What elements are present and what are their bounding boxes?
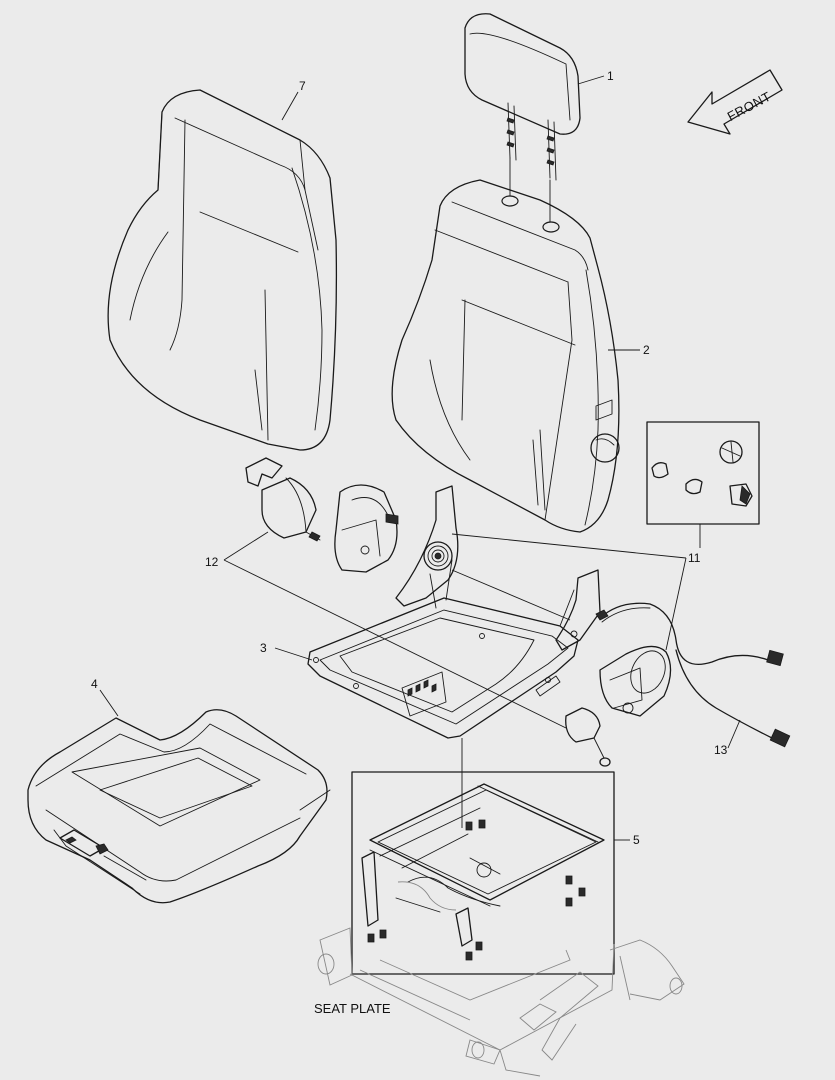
callout-3: 3 (260, 641, 267, 655)
bolts (367, 819, 586, 961)
seat-plate-assembly (317, 881, 685, 1077)
seat-belt-retractor (599, 645, 672, 717)
recliner-bracket-left (334, 484, 399, 573)
wire-harness (595, 602, 791, 748)
seat-cushion (27, 709, 331, 904)
callout-4: 4 (91, 677, 98, 691)
front-arrow: FRONT (687, 69, 783, 135)
callout-5: 5 (633, 833, 640, 847)
front-label: FRONT (725, 89, 774, 124)
seat-plate-label: SEAT PLATE (314, 1001, 391, 1016)
leader-lines (99, 75, 741, 841)
callout-numbers: 1 2 3 4 5 7 11 12 13 (91, 69, 728, 847)
callout-2: 2 (643, 343, 650, 357)
callout-7: 7 (299, 79, 306, 93)
callout-12: 12 (205, 555, 219, 569)
seat-frame (307, 559, 601, 739)
seat-back (391, 179, 620, 533)
callout-1: 1 (607, 69, 614, 83)
slide-rail-box (351, 771, 615, 975)
recliner-mechanism (395, 485, 459, 607)
callout-13: 13 (714, 743, 728, 757)
headrest (464, 13, 581, 223)
callout-11: 11 (688, 551, 701, 565)
seat-belt-buckle (245, 457, 611, 767)
small-parts-box (646, 421, 760, 525)
seat-back-cover (107, 89, 338, 451)
